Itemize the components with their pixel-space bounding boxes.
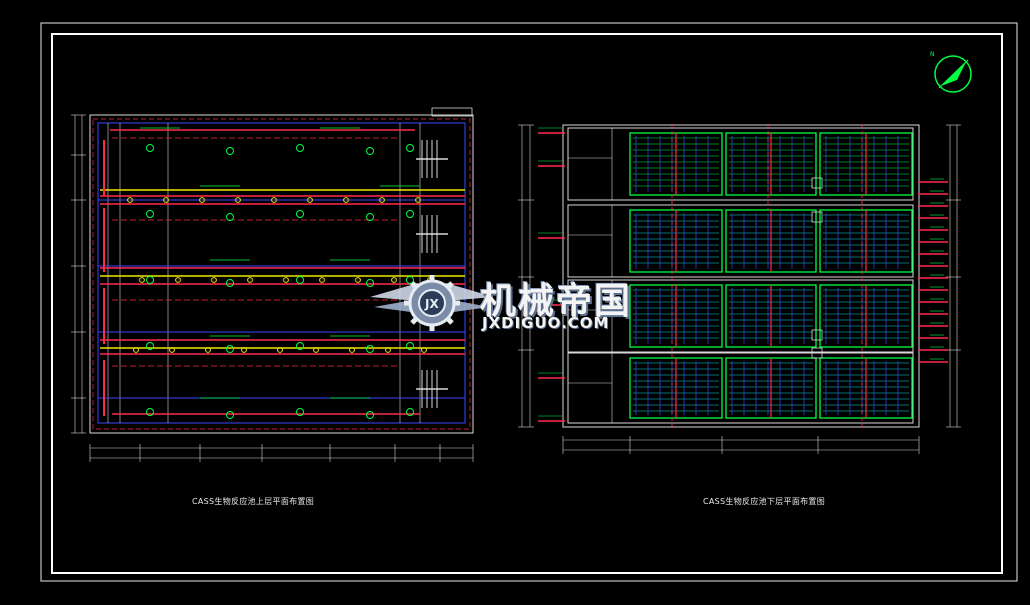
outer-frame <box>40 22 1018 582</box>
gear-wings-logo-icon: JX <box>370 275 494 331</box>
left-dimension-lines <box>71 114 474 462</box>
right-plan-border <box>562 124 920 428</box>
left-drawing-caption: CASS生物反应池上层平面布置图 <box>192 497 315 506</box>
left-plan-border <box>89 114 474 434</box>
upper-layer-plan <box>71 107 474 462</box>
left-equipment-details <box>127 127 448 419</box>
right-equipment-details <box>538 124 948 430</box>
svg-text:JX: JX <box>424 297 439 311</box>
left-plan-tank <box>97 122 466 424</box>
north-arrow-icon: N <box>930 51 972 93</box>
right-dimension-lines <box>518 124 961 454</box>
left-pipelines <box>98 129 465 416</box>
watermark-en: JXDIGUO.COM <box>482 314 610 332</box>
right-drawing-caption: CASS生物反应池下层平面布置图 <box>703 497 826 506</box>
watermark-cn: 机械帝国 <box>480 281 633 322</box>
lower-layer-plan <box>518 124 961 454</box>
inner-frame <box>51 33 1003 574</box>
svg-text:N: N <box>930 51 935 58</box>
right-aeration-cells <box>567 127 914 424</box>
